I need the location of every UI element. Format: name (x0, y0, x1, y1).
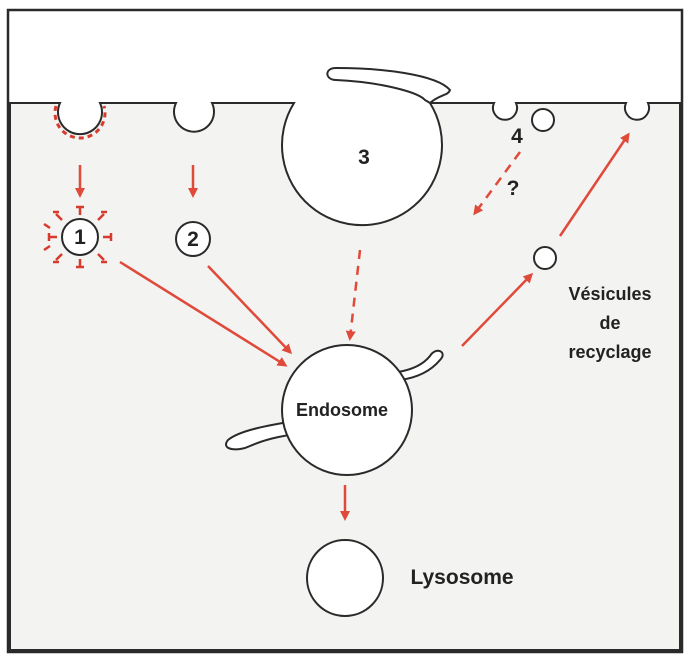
label-1: 1 (74, 226, 86, 249)
arrow-vesicle2-to-endosome (207, 265, 293, 355)
endosome-tubule-right (396, 349, 444, 382)
vesicle-2 (175, 221, 211, 257)
label-3: 3 (358, 146, 370, 169)
label-recycling-line1: Vésicules (568, 284, 651, 304)
clathrin-vesicle-1 (61, 218, 99, 256)
label-2: 2 (187, 228, 199, 251)
label-4: 4 (511, 125, 523, 148)
arrow-endosome-to-recycling (461, 272, 534, 347)
label-recycling-line3: recyclage (568, 342, 651, 362)
arrow-vesicle1-to-endosome (119, 260, 288, 367)
arrow-site4-dashed (473, 151, 522, 216)
clathrin-coat-pit (53, 105, 107, 140)
label-question: ? (507, 177, 520, 200)
clathrin-coat-vesicle (43, 205, 113, 269)
label-lysosome: Lysosome (410, 566, 513, 589)
label-recycling-line2: de (599, 313, 620, 333)
lysosome (306, 539, 384, 617)
vesicle-4b (531, 108, 555, 132)
arrow-recycling-to-membrane (558, 132, 630, 237)
recycling-vesicle (533, 246, 557, 270)
endosome (281, 344, 413, 476)
label-endosome: Endosome (296, 400, 388, 420)
membrane-ruffle (326, 66, 452, 105)
